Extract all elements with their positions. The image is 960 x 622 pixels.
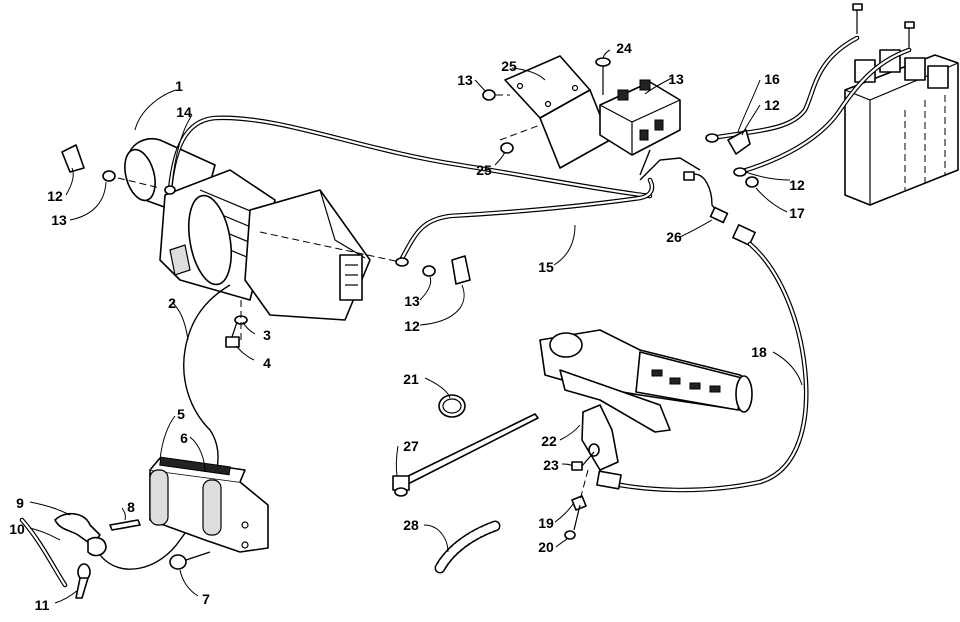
callout-5: 5 — [177, 406, 185, 422]
callout-8: 8 — [127, 499, 135, 515]
cable-terminal-ring — [705, 133, 719, 143]
callout-23: 22 — [541, 433, 557, 449]
screw-25-top — [595, 57, 611, 95]
callout-12-mid: 12 — [404, 318, 420, 334]
callout-13-right: 17 — [789, 205, 805, 221]
callout-17: 12 — [789, 177, 805, 193]
callout-7: 7 — [202, 591, 210, 607]
callout-6: 6 — [180, 430, 188, 446]
contactor-solenoid — [599, 79, 681, 156]
screw-20 — [571, 495, 587, 531]
callout-29: 28 — [403, 517, 419, 533]
callout-12-right: 12 — [764, 97, 780, 113]
callout-24: 23 — [543, 457, 559, 473]
terminal-boot-12-mid — [451, 255, 471, 285]
terminal-boot-12 — [727, 129, 751, 155]
connector-27-b — [732, 224, 756, 246]
switch-plug — [596, 470, 622, 490]
callout-25-bottom: 25 — [476, 162, 492, 178]
bolt-7 — [169, 551, 211, 570]
callout-labels: 1 2 3 4 5 6 7 8 9 10 11 12 13 14 12 13 1… — [9, 40, 805, 613]
callout-15: 15 — [538, 259, 554, 275]
hook — [54, 512, 107, 557]
handlebar-grip — [539, 329, 753, 433]
battery-bolt-left — [852, 3, 863, 34]
cable-terminal-ring — [733, 167, 747, 177]
callout-2: 2 — [168, 295, 176, 311]
bolt-4 — [225, 321, 240, 348]
connector-27-a — [709, 206, 729, 224]
callout-26: 25 — [501, 58, 517, 74]
callout-13-bracket: 13 — [457, 72, 473, 88]
clamp-22 — [438, 394, 466, 418]
callout-16: 16 — [764, 71, 780, 87]
callout-25-top: 24 — [616, 40, 632, 56]
callout-19: 18 — [751, 344, 767, 360]
callout-12-left: 12 — [47, 188, 63, 204]
leader-lines — [29, 49, 803, 604]
screw-25-bottom — [500, 142, 514, 154]
callout-14: 14 — [176, 104, 192, 120]
nut-13-left — [102, 170, 116, 182]
callout-13-left: 13 — [51, 212, 67, 228]
wire-clip — [683, 171, 695, 181]
callout-1: 1 — [175, 78, 183, 94]
terminal-boot-12-left — [61, 144, 85, 173]
callout-21: 20 — [538, 539, 554, 555]
cable-tie-28 — [392, 413, 539, 497]
mount-bracket — [504, 55, 611, 169]
battery — [844, 49, 959, 206]
nut-13-mid — [422, 265, 436, 277]
nut-21 — [564, 530, 576, 540]
roller-fairlead — [149, 456, 269, 553]
callout-27: 26 — [666, 229, 682, 245]
callout-10: 10 — [9, 521, 25, 537]
battery-bolt-right — [904, 21, 915, 48]
nut-13-right — [745, 176, 759, 188]
pin-11 — [75, 563, 91, 599]
callout-22: 21 — [403, 371, 419, 387]
remote-cable-2 — [99, 284, 231, 570]
callout-20: 19 — [538, 515, 554, 531]
switch-bracket — [581, 404, 619, 471]
callout-13-mid: 13 — [404, 293, 420, 309]
winch-gear-housing — [244, 189, 401, 321]
clevis-pin-8 — [109, 519, 141, 531]
callout-4: 4 — [263, 355, 271, 371]
contactor-lead — [639, 157, 701, 181]
nut-13-bracket — [482, 89, 496, 101]
callout-28: 27 — [403, 438, 419, 454]
callout-3: 3 — [263, 327, 271, 343]
callout-18: 13 — [668, 71, 684, 87]
callout-11: 11 — [35, 597, 50, 613]
callout-9: 9 — [16, 495, 24, 511]
